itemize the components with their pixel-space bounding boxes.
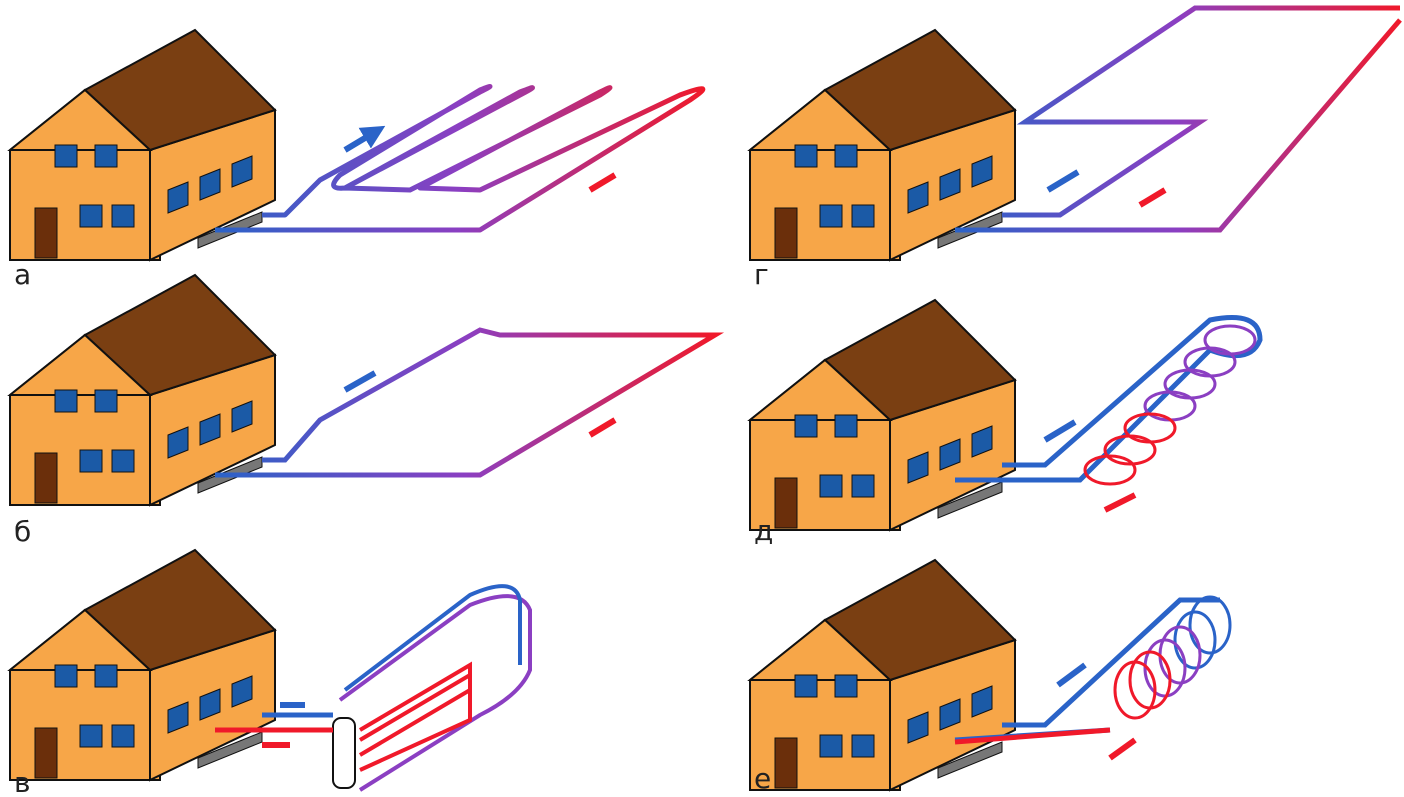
panel-v: в xyxy=(10,550,530,797)
panel-b: б xyxy=(10,275,715,548)
house-icon xyxy=(10,275,275,505)
panel-label-d: д xyxy=(754,514,773,547)
flow-out-arrow-icon xyxy=(345,132,375,150)
flow-in-arrow-icon xyxy=(590,175,615,190)
flow-out-arrow-icon xyxy=(1045,422,1075,440)
panel-g: г xyxy=(750,8,1400,291)
panel-label-v: в xyxy=(14,766,31,797)
flow-in-arrow-icon xyxy=(1140,190,1165,205)
panel-label-b: б xyxy=(14,515,31,548)
flow-in-arrow-icon xyxy=(590,420,615,435)
panel-label-e: е xyxy=(754,762,771,795)
flow-out-arrow-icon xyxy=(1058,665,1085,685)
house-icon xyxy=(750,30,1015,260)
house-icon xyxy=(10,550,275,780)
flow-in-arrow-icon xyxy=(1110,740,1135,758)
manifold-icon xyxy=(333,718,355,788)
house-icon xyxy=(750,560,1015,790)
panel-label-a: а xyxy=(14,258,31,291)
panel-e: е xyxy=(750,560,1230,795)
house-icon xyxy=(750,300,1015,530)
flow-in-arrow-icon xyxy=(1105,495,1135,510)
panel-a: а xyxy=(10,30,703,291)
flow-out-arrow-icon xyxy=(1048,172,1078,190)
panel-d: д xyxy=(750,300,1260,547)
house-icon xyxy=(10,30,275,260)
flow-out-arrow-icon xyxy=(345,373,375,390)
panel-label-g: г xyxy=(754,258,769,291)
